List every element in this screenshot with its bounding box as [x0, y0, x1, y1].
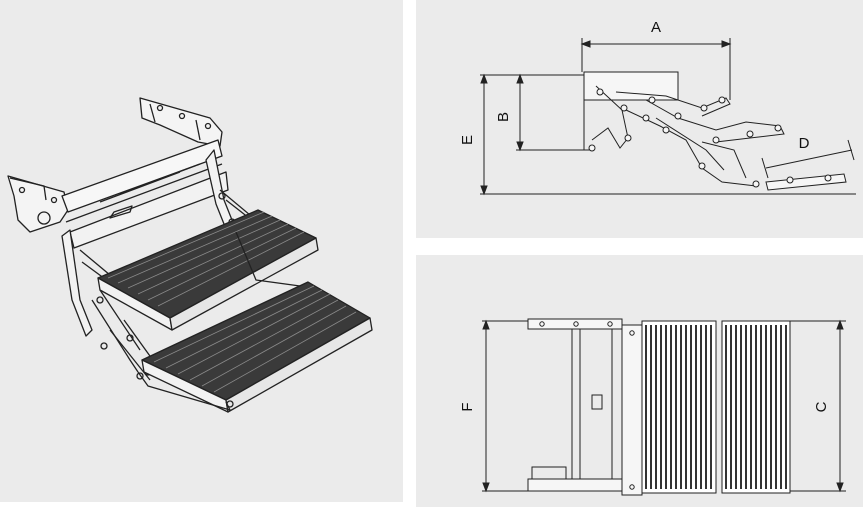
dimension-label-c: C: [813, 401, 830, 412]
top-plan-drawing: F C: [459, 318, 846, 496]
top-plan-panel: F C: [416, 255, 863, 507]
dimension-label-b: B: [495, 112, 512, 122]
dimension-label-f: F: [459, 402, 476, 411]
dimension-label-a: A: [651, 19, 661, 36]
isometric-view-panel: [0, 0, 403, 502]
dimension-label-e: E: [459, 135, 476, 145]
dimension-label-d: D: [799, 135, 810, 152]
dimension-line-d: [765, 149, 853, 169]
side-elevation-panel: A B E D: [416, 0, 863, 238]
isometric-step-drawing: [7, 97, 373, 413]
side-elevation-drawing: A B E D: [459, 19, 856, 196]
